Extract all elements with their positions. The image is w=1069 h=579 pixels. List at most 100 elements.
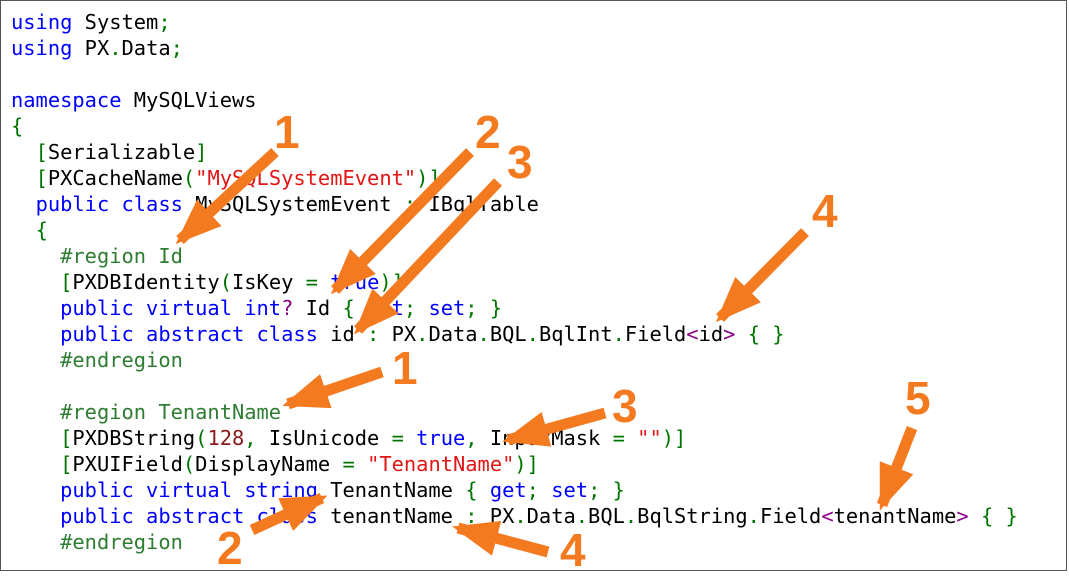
- code-token: [11, 452, 60, 476]
- code-token: (: [182, 166, 196, 190]
- code-token: [416, 296, 428, 320]
- code-token: {: [465, 478, 478, 502]
- code-token: public class: [35, 192, 183, 216]
- code-token: [: [60, 426, 73, 450]
- code-token: Data: [526, 504, 576, 528]
- code-token: PXCacheName: [47, 166, 183, 190]
- code-token: "": [637, 426, 662, 450]
- code-token: BqlInt: [538, 322, 613, 346]
- code-token: true: [330, 270, 380, 294]
- code-token: InputMask: [477, 426, 613, 450]
- code-token: .: [747, 504, 760, 528]
- code-token: }: [1005, 504, 1018, 528]
- code-token: [478, 296, 490, 320]
- code-editor: using System;using PX.Data; namespace My…: [11, 9, 1018, 555]
- code-token: Id: [293, 296, 343, 320]
- code-token: ;: [158, 10, 171, 34]
- code-token: [11, 296, 60, 320]
- code-token: [11, 348, 60, 372]
- code-token: ,: [244, 426, 257, 450]
- code-token: tenantName: [317, 504, 466, 528]
- code-token: )]: [416, 166, 441, 190]
- code-token: =: [391, 426, 404, 450]
- code-token: .: [612, 322, 625, 346]
- code-token: ]: [195, 140, 208, 164]
- code-line: {: [11, 113, 1018, 139]
- code-line: [11, 61, 1018, 87]
- code-line: {: [11, 217, 1018, 243]
- code-token: .: [624, 504, 638, 528]
- code-token: ,: [465, 426, 478, 450]
- code-token: :: [403, 192, 417, 216]
- code-token: get: [489, 478, 527, 502]
- code-token: Data: [428, 322, 478, 346]
- code-token: public abstract class: [60, 504, 318, 528]
- code-token: [625, 426, 637, 450]
- code-token: #endregion: [60, 348, 183, 372]
- code-token: ;: [403, 296, 417, 320]
- code-token: DisplayName: [195, 452, 343, 476]
- code-token: [318, 270, 330, 294]
- code-token: BQL: [588, 504, 625, 528]
- code-token: IsKey: [232, 270, 306, 294]
- code-token: <: [821, 504, 834, 528]
- code-token: set: [428, 296, 466, 320]
- code-token: [355, 452, 367, 476]
- code-token: [11, 400, 60, 424]
- code-token: .: [514, 504, 527, 528]
- code-token: [: [35, 140, 48, 164]
- code-token: Field: [759, 504, 822, 528]
- code-token: .: [477, 322, 490, 346]
- code-token: (: [195, 426, 208, 450]
- code-token: )]: [661, 426, 687, 450]
- code-token: public virtual int: [60, 296, 282, 320]
- code-line: #region Id: [11, 243, 1018, 269]
- code-token: 128: [207, 426, 245, 450]
- code-token: ;: [465, 296, 478, 320]
- code-token: PX: [477, 504, 515, 528]
- code-token: ;: [170, 36, 183, 60]
- code-token: .: [416, 322, 429, 346]
- code-line: #region TenantName: [11, 399, 1018, 425]
- code-token: )]: [514, 452, 539, 476]
- code-token: [969, 504, 981, 528]
- code-token: MySQLViews: [121, 88, 257, 112]
- code-token: true: [416, 426, 466, 450]
- code-line: namespace MySQLViews: [11, 87, 1018, 113]
- code-line: [PXDBString(128, IsUnicode = true, Input…: [11, 425, 1018, 451]
- code-token: TenantName: [317, 478, 466, 502]
- code-token: PXDBIdentity: [72, 270, 220, 294]
- code-line: #endregion: [11, 347, 1018, 373]
- code-token: Field: [624, 322, 687, 346]
- code-token: }: [612, 478, 625, 502]
- code-token: id: [317, 322, 368, 346]
- code-line: [PXUIField(DisplayName = "TenantName")]: [11, 451, 1018, 477]
- code-token: =: [342, 452, 355, 476]
- code-token: IsUnicode: [256, 426, 392, 450]
- code-token: namespace: [11, 88, 122, 112]
- code-token: [11, 322, 60, 346]
- code-token: [: [35, 166, 48, 190]
- code-line: [Serializable]: [11, 139, 1018, 165]
- code-token: }: [772, 322, 785, 346]
- code-token: public abstract class: [60, 322, 318, 346]
- code-token: }: [489, 296, 503, 320]
- code-token: Data: [121, 36, 171, 60]
- code-token: [539, 478, 551, 502]
- code-token: .: [575, 504, 589, 528]
- code-token: .: [526, 322, 539, 346]
- code-token: #region TenantName: [60, 400, 282, 424]
- code-line: public class MySQLSystemEvent : IBqlTabl…: [11, 191, 1018, 217]
- code-token: [478, 478, 490, 502]
- code-line: public abstract class id : PX.Data.BQL.B…: [11, 321, 1018, 347]
- code-line: public virtual string TenantName { get; …: [11, 477, 1018, 503]
- code-token: [760, 322, 772, 346]
- code-token: [993, 504, 1005, 528]
- code-token: [: [60, 452, 73, 476]
- code-token: {: [35, 218, 48, 242]
- code-token: [600, 478, 612, 502]
- code-token: <: [686, 322, 699, 346]
- code-token: using: [11, 36, 73, 60]
- code-token: IBqlTable: [416, 192, 539, 216]
